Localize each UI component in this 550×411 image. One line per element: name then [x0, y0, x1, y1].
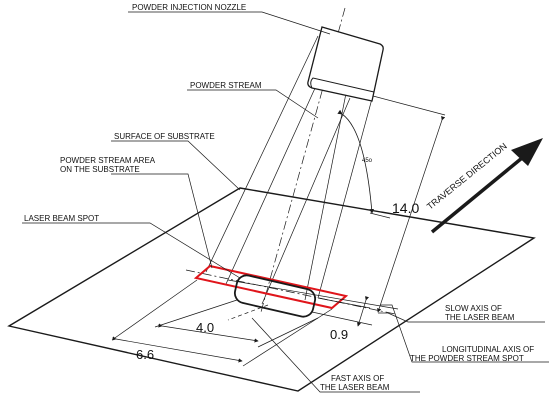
slow-axis-line	[227, 279, 399, 310]
spot-width-dimension	[311, 296, 373, 327]
label-substrate-surface: SURFACE OF SUBSTRATE	[114, 132, 215, 141]
spot-length-dimension	[154, 299, 319, 348]
traverse-arrow	[430, 156, 524, 234]
angle-label: 45o	[362, 158, 373, 164]
traverse-arrowhead	[511, 138, 543, 166]
powder-stream-area	[193, 264, 349, 310]
height-label: 14.0	[392, 200, 419, 216]
spot-width-label: 0.9	[330, 327, 348, 342]
stream-length-dimension	[111, 279, 333, 367]
label-slow-axis-2: THE LASER BEAM	[445, 313, 515, 322]
label-fast-axis-1: FAST AXIS OF	[331, 374, 384, 383]
label-stream-area-1: POWDER STREAM AREA	[60, 156, 156, 165]
label-laser-spot: LASER BEAM SPOT	[24, 214, 99, 223]
label-long-axis-2: THE POWDER STREAM SPOT	[410, 354, 524, 363]
height-dimension	[369, 95, 446, 313]
label-nozzle: POWDER INJECTION NOZZLE	[132, 3, 246, 12]
label-fast-axis-2: THE LASER BEAM	[320, 383, 390, 392]
angle-arc	[337, 109, 375, 214]
label-long-axis-1: LONGITUDINAL AXIS OF	[442, 345, 534, 354]
stream-length-label: 6.6	[136, 347, 154, 362]
laser-beam-spot	[233, 274, 317, 318]
traverse-label: TRAVERSE DIRECTION	[425, 141, 509, 212]
label-stream-area-2: ON THE SUBSTRATE	[60, 165, 140, 174]
label-slow-axis-1: SLOW AXIS OF	[445, 304, 502, 313]
leader-lines	[22, 11, 549, 393]
spot-length-label: 4.0	[196, 320, 214, 335]
powder-nozzle	[307, 26, 384, 102]
label-powder-stream: POWDER STREAM	[190, 81, 262, 90]
